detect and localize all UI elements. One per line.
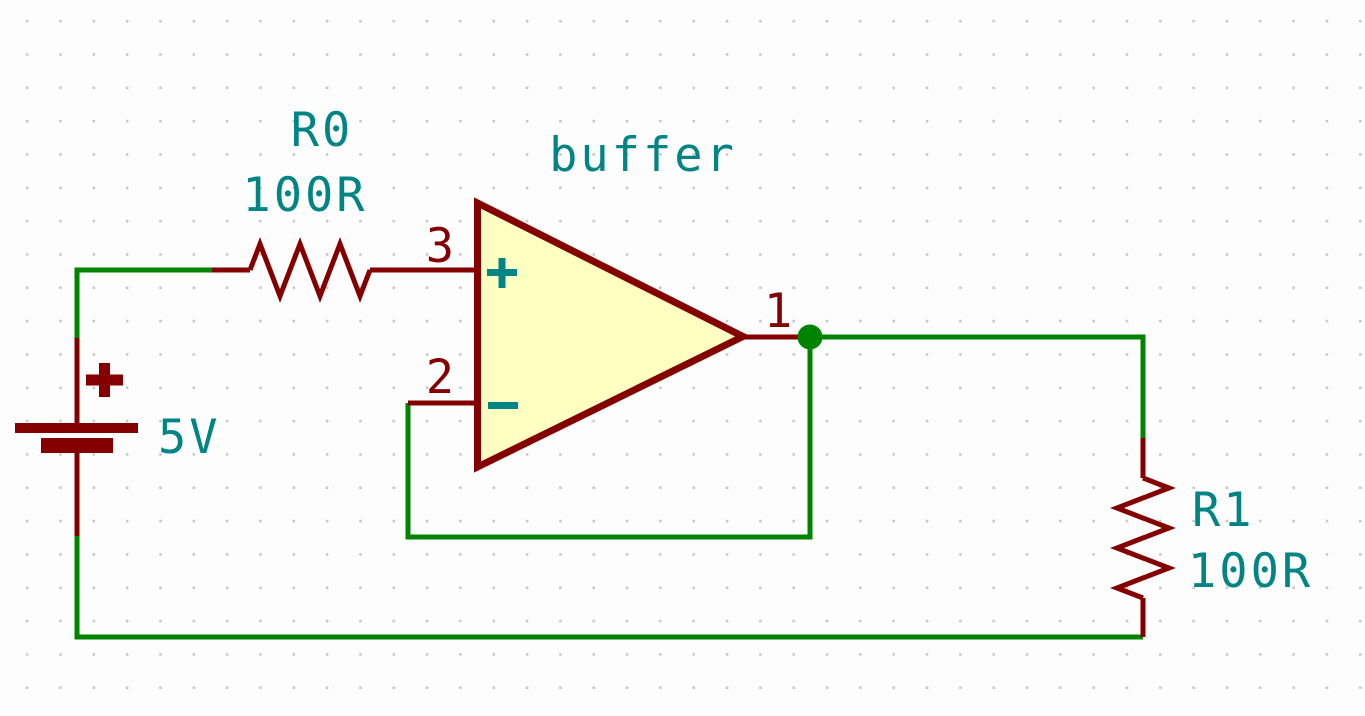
wire-feedback[interactable] xyxy=(405,337,813,540)
r1-reference-label[interactable]: R1 xyxy=(1192,483,1255,538)
r0-reference-label[interactable]: R0 xyxy=(291,103,354,158)
opamp-pin2-number: 2 xyxy=(426,350,454,405)
battery-plus-icon xyxy=(86,363,123,397)
opamp-label[interactable]: buffer xyxy=(549,128,737,183)
r0-value-label[interactable]: 100R xyxy=(242,168,367,223)
wire-output-to-r1[interactable] xyxy=(810,334,1146,438)
noninverting-plus-icon xyxy=(487,258,517,288)
wire-source-to-r0[interactable] xyxy=(74,267,212,338)
opamp-pin1-number: 1 xyxy=(764,284,792,339)
battery-symbol[interactable]: 5V xyxy=(15,338,221,536)
wire-ground-return[interactable] xyxy=(74,536,1143,640)
r1-value-label[interactable]: 100R xyxy=(1188,544,1313,599)
r0-zigzag xyxy=(247,237,373,303)
resistor-r1-symbol[interactable]: R1 100R xyxy=(1110,438,1313,637)
battery-value-label[interactable]: 5V xyxy=(158,410,221,465)
opamp-triangle-body xyxy=(474,197,751,473)
opamp-symbol[interactable]: 3 2 1 buffer xyxy=(408,128,812,473)
battery-negative-plate xyxy=(41,438,113,453)
opamp-pin3-number: 3 xyxy=(426,219,454,274)
r1-zigzag xyxy=(1110,475,1176,601)
battery-positive-plate xyxy=(15,423,138,433)
resistor-r0-symbol[interactable]: R0 100R xyxy=(212,103,477,303)
junction-dot[interactable] xyxy=(797,324,823,350)
